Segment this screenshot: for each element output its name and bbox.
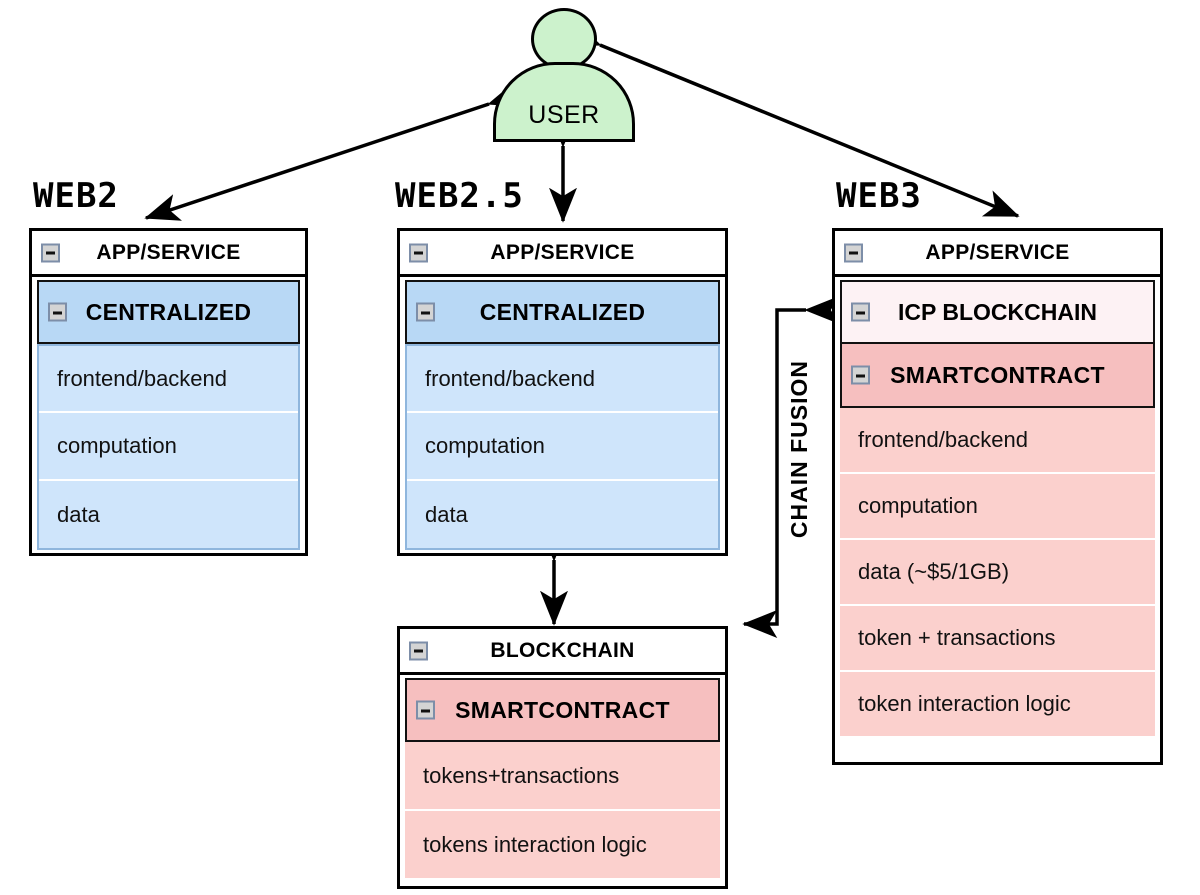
collapse-minus-icon[interactable]	[844, 243, 863, 262]
list-item: frontend/backend	[39, 346, 298, 411]
list-item: token + transactions	[840, 606, 1155, 670]
panel-title-icp-blockchain[interactable]: ICP BLOCKCHAIN	[840, 280, 1155, 344]
panel-title-label: ICP BLOCKCHAIN	[898, 298, 1097, 325]
user-label: USER	[528, 100, 600, 129]
card-blockchain[interactable]: BLOCKCHAIN SMARTCONTRACT tokens+transact…	[397, 626, 728, 889]
user-head-icon	[531, 8, 597, 70]
list-item: data	[407, 481, 718, 548]
list-item: tokens interaction logic	[405, 811, 720, 878]
list-item: frontend/backend	[407, 346, 718, 411]
panel-blockchain-smartcontract: SMARTCONTRACT tokens+transactions tokens…	[405, 678, 720, 881]
card-header-blockchain[interactable]: BLOCKCHAIN	[400, 629, 725, 675]
row-separator	[405, 809, 720, 811]
list-item: frontend/backend	[840, 408, 1155, 472]
list-item: computation	[840, 474, 1155, 538]
panel-rows-web2: frontend/backend computation data	[37, 344, 300, 550]
row-separator	[39, 411, 298, 413]
collapse-minus-icon[interactable]	[416, 302, 435, 322]
panel-web3-smartcontract: SMARTCONTRACT frontend/backend computati…	[840, 344, 1155, 736]
row-separator	[407, 479, 718, 481]
card-header-label: APP/SERVICE	[490, 240, 635, 264]
row-separator	[840, 604, 1155, 606]
list-item: data (~$5/1GB)	[840, 540, 1155, 604]
card-header-web2[interactable]: APP/SERVICE	[32, 231, 305, 277]
row-separator	[840, 472, 1155, 474]
card-web25-app-service[interactable]: APP/SERVICE CENTRALIZED frontend/backend…	[397, 228, 728, 556]
card-web3-app-service[interactable]: APP/SERVICE ICP BLOCKCHAIN SMARTCONTRACT…	[832, 228, 1163, 765]
card-web2-app-service[interactable]: APP/SERVICE CENTRALIZED frontend/backend…	[29, 228, 308, 556]
list-item: computation	[39, 413, 298, 479]
card-header-label: BLOCKCHAIN	[490, 638, 635, 662]
panel-rows-web25: frontend/backend computation data	[405, 344, 720, 550]
collapse-minus-icon[interactable]	[416, 700, 435, 720]
panel-title-smartcontract[interactable]: SMARTCONTRACT	[840, 344, 1155, 408]
panel-title-centralized[interactable]: CENTRALIZED	[405, 280, 720, 344]
card-header-web3[interactable]: APP/SERVICE	[835, 231, 1160, 277]
panel-title-label: SMARTCONTRACT	[455, 696, 670, 723]
card-header-web25[interactable]: APP/SERVICE	[400, 231, 725, 277]
panel-title-label: CENTRALIZED	[479, 298, 646, 325]
chain-fusion-label: CHAIN FUSION	[786, 360, 812, 539]
list-item: token interaction logic	[840, 672, 1155, 736]
panel-web3-stack: ICP BLOCKCHAIN SMARTCONTRACT frontend/ba…	[840, 280, 1155, 757]
panel-rows-web3: frontend/backend computation data (~$5/1…	[840, 408, 1155, 736]
panel-title-label: SMARTCONTRACT	[890, 361, 1105, 388]
panel-title-centralized[interactable]: CENTRALIZED	[37, 280, 300, 344]
row-separator	[407, 411, 718, 413]
row-separator	[840, 538, 1155, 540]
card-header-label: APP/SERVICE	[96, 240, 241, 264]
user-body-icon: USER	[493, 62, 635, 142]
section-title-web25: WEB2.5	[395, 176, 524, 216]
collapse-minus-icon[interactable]	[409, 641, 428, 660]
panel-rows-blockchain: tokens+transactions tokens interaction l…	[405, 742, 720, 878]
row-separator	[39, 479, 298, 481]
collapse-minus-icon[interactable]	[409, 243, 428, 262]
list-item: data	[39, 481, 298, 548]
arrow-user-to-web3	[563, 19, 1020, 218]
collapse-minus-icon[interactable]	[48, 302, 67, 322]
panel-title-smartcontract[interactable]: SMARTCONTRACT	[405, 678, 720, 742]
collapse-minus-icon[interactable]	[851, 302, 870, 322]
card-header-label: APP/SERVICE	[925, 240, 1070, 264]
list-item: computation	[407, 413, 718, 479]
panel-title-label: CENTRALIZED	[85, 298, 252, 325]
section-title-web3: WEB3	[836, 176, 922, 216]
row-separator	[840, 670, 1155, 672]
list-item: tokens+transactions	[405, 742, 720, 809]
collapse-minus-icon[interactable]	[41, 243, 60, 262]
panel-web2-centralized: CENTRALIZED frontend/backend computation…	[37, 280, 300, 550]
collapse-minus-icon[interactable]	[851, 365, 870, 385]
panel-web25-centralized: CENTRALIZED frontend/backend computation…	[405, 280, 720, 550]
section-title-web2: WEB2	[33, 176, 119, 216]
